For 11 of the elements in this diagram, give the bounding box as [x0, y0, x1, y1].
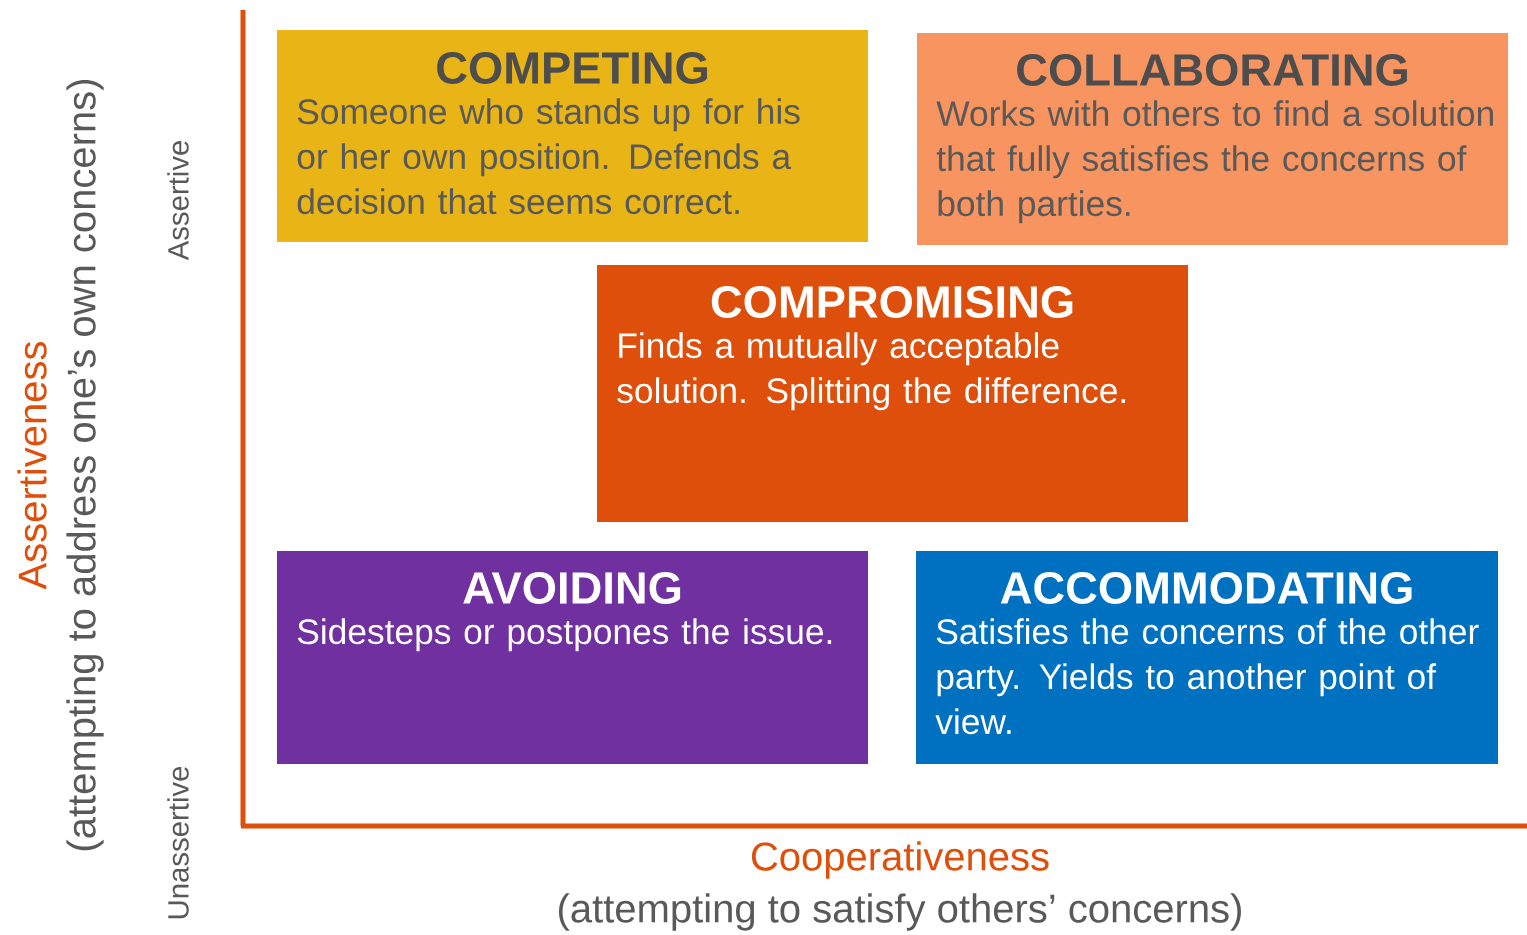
axis-title: Assertiveness	[17, 342, 47, 590]
axis-subtitle: (attempting to address one’s own concerns)	[66, 80, 104, 851]
axis-subtitle: (attempting to satisfy others’ concerns)	[559, 893, 1241, 931]
style-box: COMPROMISING Finds a mutually acceptable solution. Splitting the difference.	[597, 265, 1188, 522]
axis-title: Cooperativeness	[751, 841, 1049, 879]
style-box: COLLABORATING Works with others to find a solution that fully satisfies the concerns of both parties.	[917, 33, 1508, 245]
style-box: AVOIDING Sidesteps or postpones the issue.	[277, 551, 868, 764]
axis-end-label: Assertive	[167, 141, 189, 261]
axis-end-label: Unassertive	[167, 766, 189, 919]
style-box: COMPETING Someone who stands up for his or her own position. Defends a decision that seems correct.	[277, 30, 868, 242]
style-box: ACCOMMODATING Satisfies the concerns of the other party. Yields to another point of view.	[916, 551, 1498, 764]
